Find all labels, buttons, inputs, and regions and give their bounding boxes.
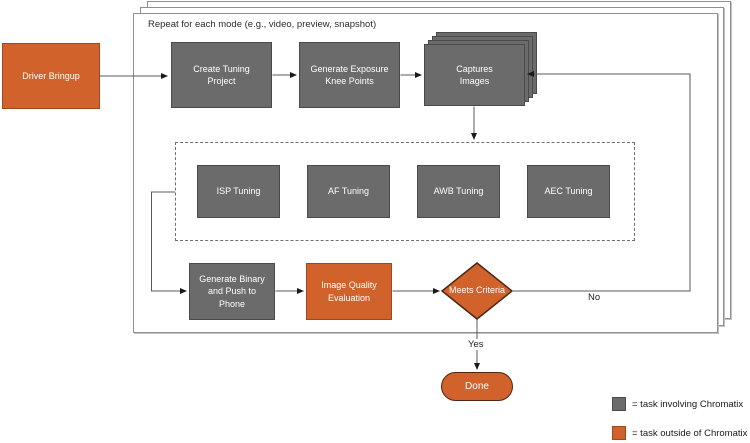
node-label: Captures Images bbox=[456, 63, 493, 86]
node-label: Driver Bringup bbox=[22, 70, 80, 81]
node-driver-bringup: Driver Bringup bbox=[2, 43, 100, 109]
legend-orange-swatch bbox=[612, 426, 626, 440]
node-isp-tuning: ISP Tuning bbox=[197, 165, 280, 218]
node-create-tuning-project: Create Tuning Project bbox=[171, 42, 272, 108]
node-label: Image Quality Evaluation bbox=[321, 280, 377, 303]
edge-label-yes: Yes bbox=[466, 339, 486, 350]
node-label: Create Tuning Project bbox=[193, 63, 250, 86]
node-aec-tuning: AEC Tuning bbox=[527, 165, 610, 218]
node-meets-criteria: Meets Criteria bbox=[446, 278, 508, 304]
node-done: Done bbox=[441, 372, 513, 401]
node-label: Generate Exposure Knee Points bbox=[310, 63, 389, 86]
legend-label: = task involving Chromatix bbox=[632, 398, 744, 410]
node-label: AEC Tuning bbox=[544, 186, 593, 197]
node-captures-images: Captures Images bbox=[424, 44, 525, 106]
node-label: Done bbox=[465, 380, 489, 392]
node-image-quality-evaluation: Image Quality Evaluation bbox=[306, 263, 392, 320]
node-awb-tuning: AWB Tuning bbox=[417, 165, 500, 218]
legend-gray-swatch bbox=[612, 397, 626, 411]
node-label: ISP Tuning bbox=[216, 186, 261, 197]
legend-item-outside-chromatix: = task outside of Chromatix bbox=[612, 426, 747, 440]
node-label: AF Tuning bbox=[327, 186, 370, 197]
repeat-mode-caption: Repeat for each mode (e.g., video, previ… bbox=[148, 19, 377, 30]
node-label: AWB Tuning bbox=[433, 186, 484, 197]
node-label: Generate Binary and Push to Phone bbox=[199, 274, 265, 309]
edge-label-no: No bbox=[586, 292, 603, 303]
node-label: Meets Criteria bbox=[448, 285, 505, 296]
legend-label: = task outside of Chromatix bbox=[632, 427, 748, 439]
node-generate-exposure-knee-points: Generate Exposure Knee Points bbox=[299, 42, 400, 108]
node-generate-binary-push-phone: Generate Binary and Push to Phone bbox=[189, 263, 275, 320]
legend-item-involving-chromatix: = task involving Chromatix bbox=[612, 397, 743, 411]
node-af-tuning: AF Tuning bbox=[307, 165, 390, 218]
